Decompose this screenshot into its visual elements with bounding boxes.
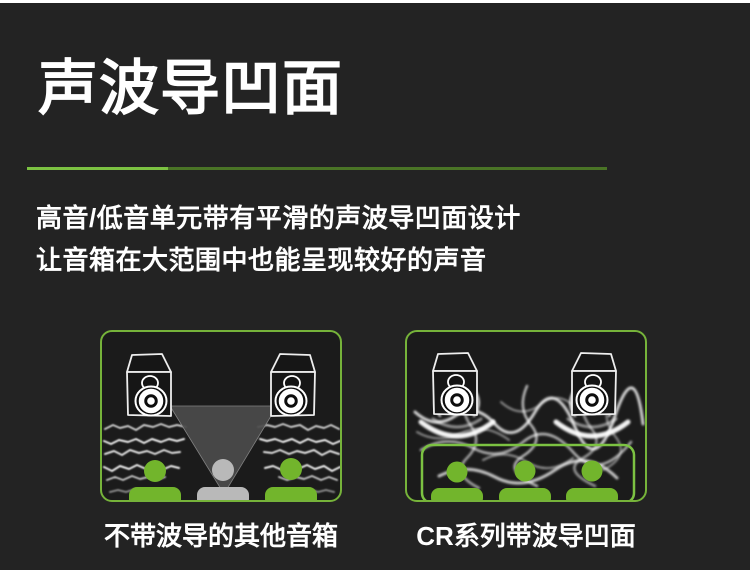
listener-green (566, 460, 618, 500)
sound-waves-left-icon (103, 423, 187, 493)
listener-gray (197, 459, 249, 500)
speaker-icon (433, 353, 477, 415)
top-strip (0, 0, 750, 3)
no-waveguide-illustration (103, 332, 340, 500)
listener-green (265, 458, 317, 500)
subtitle-line-2: 让音箱在大范围中也能呈现较好的声音 (36, 245, 487, 275)
underline-bright-segment (27, 167, 168, 170)
caption-with-waveguide: CR系列带波导凹面 (416, 521, 636, 551)
sound-waves-right-icon (257, 423, 340, 493)
panel-with-waveguide (405, 330, 647, 502)
speaker-icon (572, 353, 616, 415)
narrow-beam-triangle (169, 405, 278, 495)
listener-green (431, 461, 483, 500)
listener-green (499, 460, 551, 500)
speaker-icon (271, 354, 315, 416)
waveguide-illustration (413, 332, 645, 500)
speaker-icon (127, 354, 171, 416)
panel-no-waveguide (100, 330, 342, 502)
subtitle-line-1: 高音/低音单元带有平滑的声波导凹面设计 (36, 203, 521, 233)
wide-coverage-zone-outline (420, 443, 636, 500)
page-title: 声波导凹面 (38, 55, 343, 122)
title-underline (27, 167, 607, 170)
listener-green (129, 460, 181, 500)
caption-no-waveguide: 不带波导的其他音箱 (103, 521, 338, 551)
underline-dark-segment (168, 167, 607, 170)
